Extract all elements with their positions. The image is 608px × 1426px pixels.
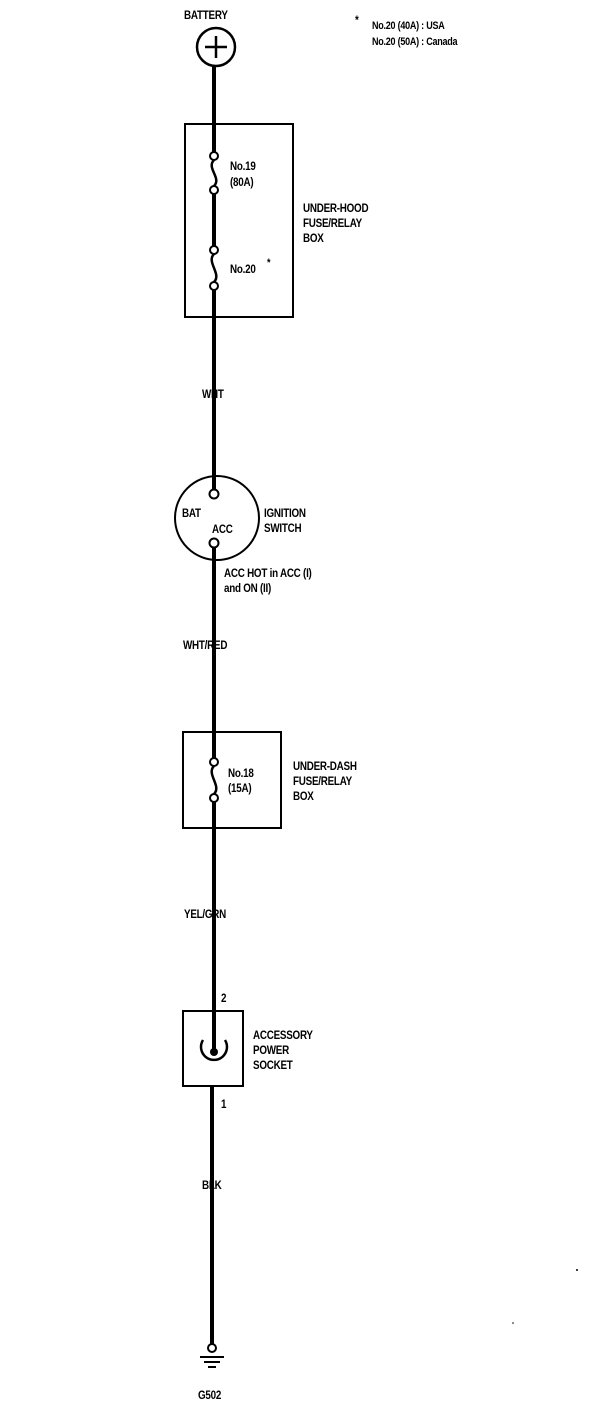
fuse18-top-terminal — [209, 757, 219, 767]
battery-label: BATTERY — [184, 8, 228, 22]
fuse19-bottom-terminal — [209, 185, 219, 195]
ignition-switch-label-1: IGNITION — [264, 506, 306, 520]
socket-label-3: SOCKET — [253, 1058, 293, 1072]
fuse20-top-terminal — [209, 245, 219, 255]
socket-label-2: POWER — [253, 1043, 289, 1057]
fuse18-rating: (15A) — [228, 781, 252, 795]
under-hood-box-outline — [184, 123, 294, 318]
ignition-note-2: and ON (II) — [224, 581, 272, 595]
fuse20-marker: * — [267, 257, 271, 269]
under-hood-box-label-3: BOX — [303, 231, 324, 245]
ignition-switch-label-2: SWITCH — [264, 521, 302, 535]
under-dash-box-label-1: UNDER-DASH — [293, 759, 357, 773]
socket-pin-1-label: 1 — [221, 1097, 227, 1111]
footnote-line-usa: No.20 (40A) : USA — [372, 20, 445, 32]
socket-pin-2-label: 2 — [221, 991, 227, 1005]
fuse19-top-terminal — [209, 151, 219, 161]
ignition-terminal-acc-label: ACC — [212, 522, 233, 536]
socket-pin — [210, 1048, 218, 1056]
fuse20-label: No.20 — [230, 262, 256, 276]
fuse18-label: No.18 — [228, 766, 254, 780]
footnote-line-canada: No.20 (50A) : Canada — [372, 36, 458, 48]
ground-label: G502 — [198, 1388, 222, 1402]
under-dash-box-label-2: FUSE/RELAY — [293, 774, 352, 788]
scan-speck — [576, 1269, 578, 1271]
ignition-note-1: ACC HOT in ACC (I) — [224, 566, 312, 580]
fuse19-label: No.19 — [230, 159, 256, 173]
ignition-bat-terminal — [208, 488, 220, 500]
wire-label-wht: WHT — [202, 387, 224, 401]
under-hood-box-label-1: UNDER-HOOD — [303, 201, 369, 215]
socket-arc — [199, 1039, 229, 1062]
ignition-terminal-bat-label: BAT — [182, 506, 201, 520]
ignition-switch-body — [174, 475, 260, 561]
wire-label-yel-grn: YEL/GRN — [184, 907, 227, 921]
fuse18-bottom-terminal — [209, 793, 219, 803]
fuse20-bottom-terminal — [209, 281, 219, 291]
fuse18-element — [210, 765, 218, 795]
socket-label-1: ACCESSORY — [253, 1028, 313, 1042]
under-dash-box-outline — [182, 731, 282, 829]
scan-speck — [512, 1322, 514, 1324]
under-hood-box-label-2: FUSE/RELAY — [303, 216, 362, 230]
fuse20-element — [210, 253, 218, 283]
fuse19-rating: (80A) — [230, 175, 254, 189]
wire-label-blk: BLK — [202, 1178, 222, 1192]
footnote-marker: * — [355, 13, 359, 27]
under-dash-box-label-3: BOX — [293, 789, 314, 803]
ground-terminal — [207, 1343, 217, 1353]
ignition-acc-terminal — [208, 537, 220, 549]
fuse19-element — [210, 159, 218, 187]
wire-label-wht-red: WHT/RED — [183, 638, 228, 652]
